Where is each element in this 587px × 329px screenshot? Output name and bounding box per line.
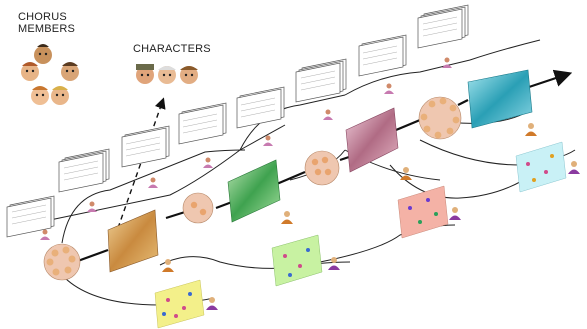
characters-group: [136, 64, 198, 84]
game-board-icon: [271, 234, 323, 287]
person-icon: [449, 207, 461, 220]
chorus-face-icon: [51, 86, 69, 105]
game-boards: [154, 141, 567, 329]
person-icon: [400, 167, 412, 180]
chorus-members-group: [21, 44, 79, 105]
document-stack-icon: [178, 102, 227, 145]
character-face-icon: [158, 66, 176, 84]
game-board-icon: [515, 141, 567, 193]
document-stack-icon: [6, 195, 55, 238]
scene-image-icon: [227, 159, 281, 223]
person-icon: [328, 257, 340, 270]
characters-dashed-arrow: [117, 97, 166, 229]
document-stack-icon: [121, 125, 170, 168]
chorus-disc-icon: [304, 150, 340, 186]
document-stack-icon: [358, 34, 407, 77]
character-face-icon: [136, 64, 154, 84]
scene-images: [107, 69, 533, 273]
person-icon: [162, 259, 174, 272]
chorus-face-icon: [31, 86, 49, 105]
document-stack-icon: [58, 148, 110, 193]
chorus-face-icon: [21, 62, 39, 81]
person-icon: [281, 211, 293, 224]
characters-label: CHARACTERS: [133, 43, 211, 55]
person-icon: [87, 201, 97, 212]
person-icon: [263, 135, 273, 146]
document-stack-icon: [295, 58, 347, 103]
person-icon: [442, 57, 452, 68]
document-stacks: [6, 4, 469, 238]
chorus-disc-icon: [43, 243, 81, 281]
person-icon: [568, 161, 580, 174]
game-board-icon: [154, 279, 205, 329]
game-board-icon: [397, 185, 449, 239]
chorus-members-label: CHORUS MEMBERS: [18, 11, 88, 35]
person-icon: [203, 157, 213, 168]
person-icon: [148, 177, 158, 188]
document-stack-icon: [236, 86, 285, 129]
scene-image-icon: [107, 209, 159, 273]
chorus-disc-icon: [182, 192, 214, 224]
scene-image-icon: [345, 107, 399, 173]
person-icon: [384, 83, 394, 94]
person-icon: [206, 297, 218, 310]
document-stack-icon: [417, 4, 469, 49]
chorus-label-line-2: MEMBERS: [18, 23, 76, 35]
character-face-icon: [180, 66, 198, 84]
chorus-disc-icon: [418, 96, 462, 140]
chorus-discs: [43, 96, 462, 281]
chorus-face-icon: [34, 44, 52, 64]
chorus-face-icon: [61, 62, 79, 81]
person-icon: [525, 123, 537, 136]
person-icon: [323, 109, 333, 120]
scene-image-icon: [467, 69, 533, 129]
chorus-label-line-1: CHORUS: [18, 11, 67, 23]
person-icons: [40, 57, 580, 310]
person-icon: [40, 229, 50, 240]
